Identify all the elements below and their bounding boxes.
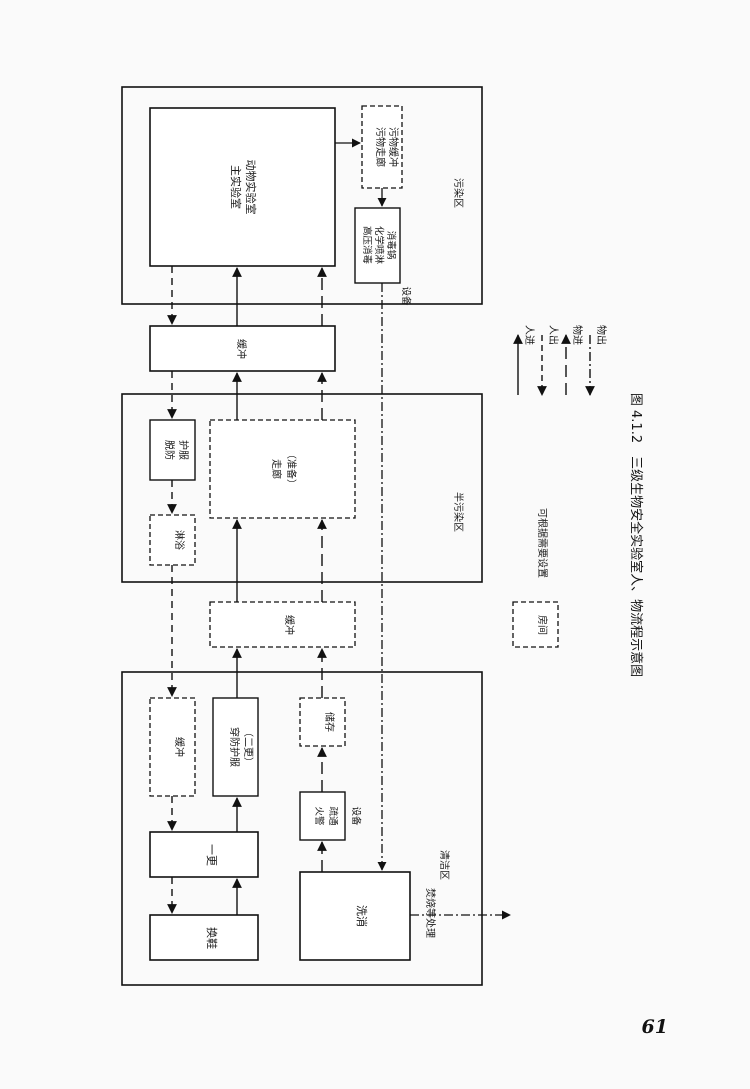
buffer-mid-box <box>209 601 356 648</box>
buffer-main-label: 缓冲 <box>235 339 248 359</box>
buffer-clean-label: 缓冲 <box>173 737 186 757</box>
fire-door-label-3: 设备 <box>350 806 362 826</box>
change-shoes-label: 换鞋 <box>205 927 219 949</box>
wash-box <box>299 871 411 961</box>
first-change-label: 一更 <box>205 844 218 866</box>
autoclave-label-2: 化学喷淋 <box>373 226 385 265</box>
remove-ppe-label-2: 护服 <box>177 440 190 460</box>
buffer-mid-label: 缓冲 <box>283 615 296 635</box>
fire-door-label-2: 疏通 <box>327 806 339 826</box>
autoclave-label-1: 高压消毒 <box>361 226 373 265</box>
legend-person-in: 人进 <box>523 325 535 345</box>
legend-material-in: 物进 <box>571 325 584 345</box>
autoclave-label-4: 设备 <box>400 286 412 306</box>
buffer-clean-box <box>149 697 196 797</box>
wear-ppe-box <box>212 697 259 797</box>
first-change-box <box>149 831 259 878</box>
legend-material-out: 物出 <box>595 325 608 345</box>
animal-lab-label: 动物实验室 <box>244 160 258 215</box>
material-out-flow <box>335 138 511 920</box>
shower-label: 淋浴 <box>173 530 186 550</box>
wear-ppe-label-2: （二更） <box>242 727 254 767</box>
main-lab-label: 主实验室 <box>229 165 243 209</box>
dirty-corridor-box <box>361 105 403 189</box>
legend-person-out: 人出 <box>547 325 560 345</box>
zone-clean <box>121 671 483 986</box>
remove-ppe-label-1: 脱防 <box>163 440 176 460</box>
legend-flows: 人进 人出 物进 物出 <box>513 325 608 396</box>
autoclave-label-3: 消毒锅 <box>385 231 397 260</box>
page-number: 61 <box>641 1016 668 1038</box>
zone-clean-label: 清洁区 <box>438 850 451 880</box>
figure-caption: 图 4.1.2 三级生物安全实验室人、物流程示意图 <box>628 393 644 677</box>
dirty-buffer-label: 污物缓冲 <box>387 127 400 167</box>
fire-door-label-1: 火警 <box>313 806 325 826</box>
zone-contaminated-label: 污染区 <box>452 178 465 208</box>
change-shoes-box <box>149 914 259 961</box>
wash-label: 洗消 <box>355 905 369 927</box>
corridor-box <box>209 419 356 519</box>
main-lab-box <box>149 107 336 267</box>
legend-optional-room: 房间 可根据需要设置 <box>512 508 559 648</box>
shower-box <box>149 514 196 566</box>
waste-out-label: 焚烧等处理 <box>424 888 437 938</box>
buffer-main-box <box>149 325 336 372</box>
storage-label: 储存 <box>323 712 336 732</box>
zone-semi-label: 半污染区 <box>452 492 465 532</box>
dirty-corridor-label: 污物走廊 <box>374 127 387 167</box>
wear-ppe-label-1: 穿防护服 <box>228 727 241 767</box>
corridor-label-2: （准备） <box>285 449 298 489</box>
legend-optional-note: 可根据需要设置 <box>536 508 549 578</box>
legend-room-sample: 房间 <box>536 615 549 635</box>
zone-contaminated <box>121 86 483 305</box>
remove-ppe-box <box>149 419 196 481</box>
corridor-label-1: 走廊 <box>270 459 283 479</box>
autoclave-box <box>354 207 401 284</box>
zone-semi-contaminated <box>121 393 483 583</box>
storage-box <box>299 697 346 747</box>
